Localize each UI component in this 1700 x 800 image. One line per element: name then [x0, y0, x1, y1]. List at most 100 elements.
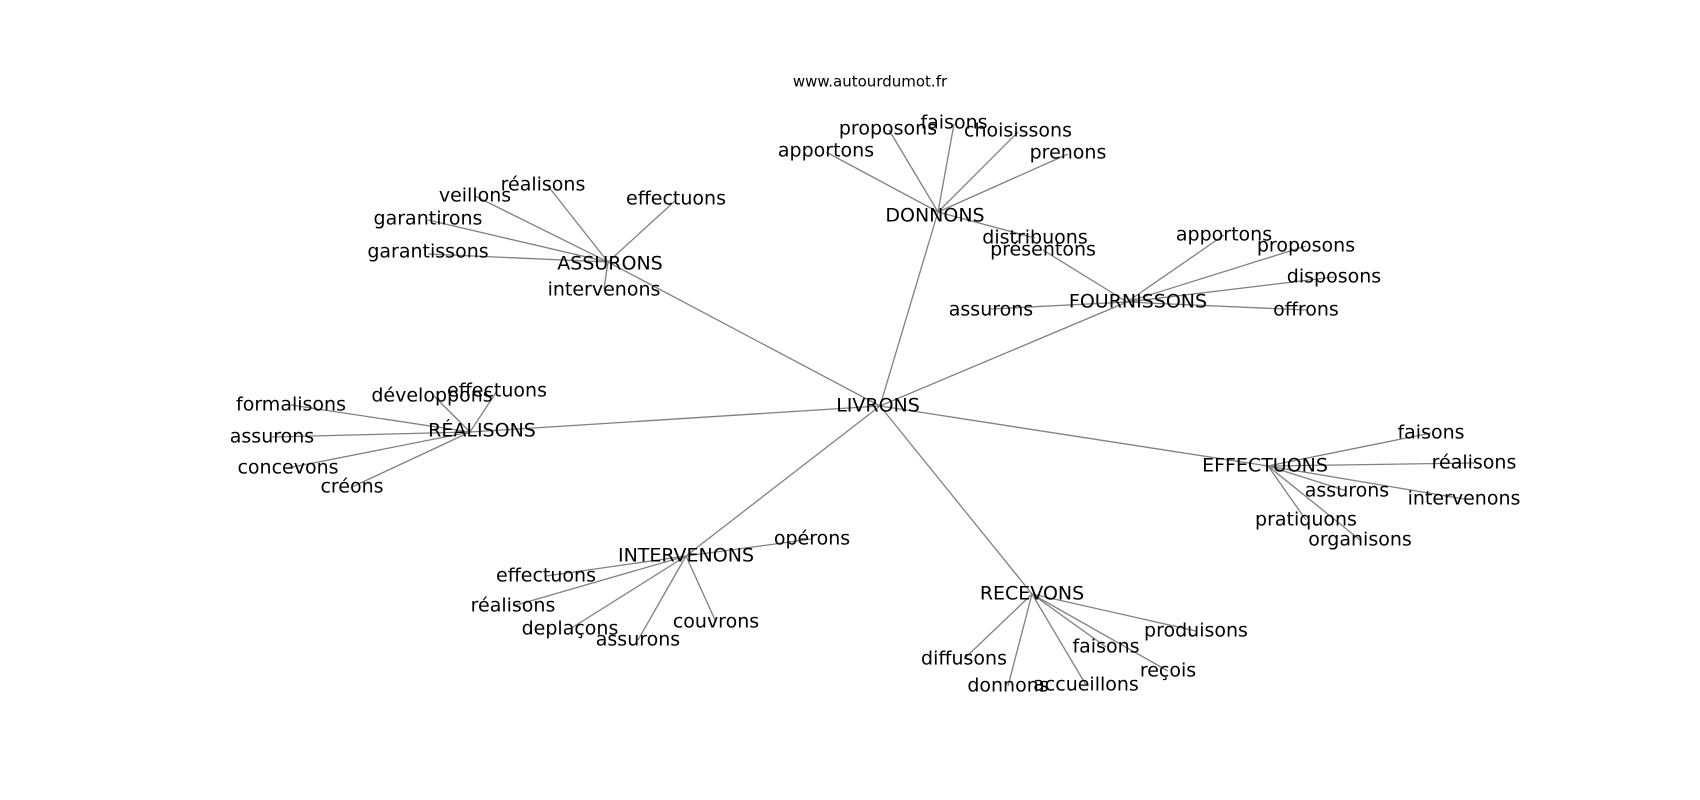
leaf-label: réalisons — [501, 174, 586, 196]
edge-effectuons-e2 — [1267, 462, 1475, 467]
edge-effectuons-e1 — [1267, 432, 1432, 467]
edge-realisons-r6 — [351, 431, 471, 488]
edge-fournissons-f5 — [990, 301, 1128, 310]
hub-label-recevons: RECEVONS — [980, 583, 1084, 605]
edge-donnons-d6 — [937, 211, 1036, 239]
leaf-label: créons — [320, 476, 383, 498]
edge-donnons-d3 — [937, 131, 1019, 213]
leaf-label: apportons — [778, 140, 874, 162]
edge-livrons-donnons — [879, 211, 939, 407]
edge-livrons-intervenons — [685, 405, 881, 557]
leaf-label: donnons — [967, 675, 1048, 697]
leaf-label: intervenons — [1408, 488, 1521, 510]
leaf-label: concevons — [237, 457, 338, 479]
edge-recevons-c4 — [1031, 593, 1169, 672]
leaf-label: assurons — [949, 299, 1033, 321]
hub-label-assurons: ASSURONS — [557, 253, 662, 275]
center-node-label: LIVRONS — [836, 395, 920, 417]
edge-fournissons-f2 — [1126, 245, 1307, 303]
edge-intervenons-i2 — [545, 555, 687, 577]
leaf-label: assurons — [230, 426, 314, 448]
leaf-label: couvrons — [673, 611, 759, 633]
edge-fournissons-f3 — [1042, 249, 1128, 303]
leaf-label: intervenons — [548, 279, 661, 301]
edge-assurons-a3 — [607, 199, 677, 263]
hub-label-intervenons: INTERVENONS — [618, 545, 754, 567]
edge-intervenons-i5 — [685, 555, 717, 623]
leaf-label: réalisons — [1432, 452, 1517, 474]
leaf-label: proposons — [839, 118, 937, 140]
leaf-label: diffusons — [921, 648, 1007, 670]
leaf-label: effectuons — [496, 565, 596, 587]
edges — [271, 123, 1475, 687]
edge-intervenons-i1 — [685, 538, 813, 557]
edge-livrons-assurons — [607, 261, 881, 407]
leaf-label: produisons — [1144, 620, 1248, 642]
edge-recevons-c5 — [1007, 593, 1033, 687]
leaf-label: deplaçons — [522, 618, 619, 640]
hub-label-donnons: DONNONS — [885, 205, 984, 227]
edge-livrons-effectuons — [879, 405, 1269, 467]
leaf-label: présentons — [990, 239, 1096, 261]
leaf-label: opérons — [774, 528, 850, 550]
edge-donnons-d1 — [937, 123, 955, 213]
leaf-label: offrons — [1273, 299, 1339, 321]
edge-donnons-d5 — [937, 153, 1069, 213]
edge-assurons-a2 — [474, 195, 609, 263]
leaf-label: prenons — [1030, 142, 1107, 164]
edge-intervenons-i4 — [569, 555, 687, 630]
edge-livrons-fournissons — [879, 301, 1128, 407]
edge-effectuons-e3 — [1267, 465, 1348, 492]
edge-realisons-r2 — [433, 395, 471, 433]
edge-donnons-d2 — [888, 129, 939, 213]
leaf-label: reçois — [1140, 660, 1196, 682]
edge-assurons-a5 — [427, 253, 609, 263]
edge-assurons-a4 — [427, 219, 609, 263]
leaf-label: assurons — [1305, 480, 1389, 502]
leaf-label: faisons — [920, 112, 987, 134]
watermark: www.autourdumot.fr — [793, 73, 948, 91]
leaf-label: assurons — [596, 629, 680, 651]
edge-donnons-d4 — [825, 151, 939, 213]
hub-label-fournissons: FOURNISSONS — [1069, 291, 1207, 313]
edge-fournissons-f1 — [1126, 234, 1225, 303]
edge-recevons-c6 — [1031, 593, 1087, 686]
leaf-label: organisons — [1308, 529, 1412, 551]
edge-fournissons-f6 — [1126, 301, 1307, 311]
edge-intervenons-i3 — [512, 555, 687, 607]
edge-assurons-a6 — [603, 261, 609, 290]
leaf-label: faisons — [1397, 422, 1464, 444]
leaf-label: choisissons — [964, 120, 1072, 142]
leaf-label: proposons — [1257, 235, 1355, 257]
edge-intervenons-i6 — [637, 555, 687, 641]
edge-fournissons-f4 — [1126, 276, 1335, 303]
leaf-label: pratiquons — [1255, 509, 1357, 531]
leaf-label: garantirons — [374, 208, 483, 230]
edge-recevons-c1 — [1031, 593, 1197, 632]
leaf-label: effectuons — [447, 380, 547, 402]
edge-realisons-r1 — [469, 390, 498, 433]
leaf-label: réalisons — [471, 595, 556, 617]
edge-livrons-recevons — [879, 405, 1033, 595]
leaf-label: accueillons — [1033, 674, 1139, 696]
edge-realisons-r5 — [287, 431, 471, 469]
leaf-label: faisons — [1072, 636, 1139, 658]
edge-livrons-realisons — [469, 405, 881, 433]
edge-assurons-a1 — [547, 185, 609, 263]
hub-label-effectuons: EFFECTUONS — [1202, 455, 1328, 477]
leaf-label: effectuons — [626, 188, 726, 210]
leaf-label: disposons — [1287, 266, 1381, 288]
leaf-label: veillons — [439, 185, 511, 207]
leaf-label: formalisons — [236, 394, 346, 416]
leaf-label: apportons — [1176, 224, 1272, 246]
leaf-label: distribuons — [982, 227, 1087, 249]
edge-realisons-r4 — [271, 431, 471, 438]
edge-recevons-c3 — [1031, 593, 1107, 648]
edge-effectuons-e4 — [1267, 465, 1465, 500]
hub-label-realisons: RÉALISONS — [428, 419, 536, 442]
edge-recevons-c2 — [963, 593, 1033, 660]
edge-realisons-r3 — [290, 404, 471, 433]
leaf-label: développons — [371, 385, 492, 407]
